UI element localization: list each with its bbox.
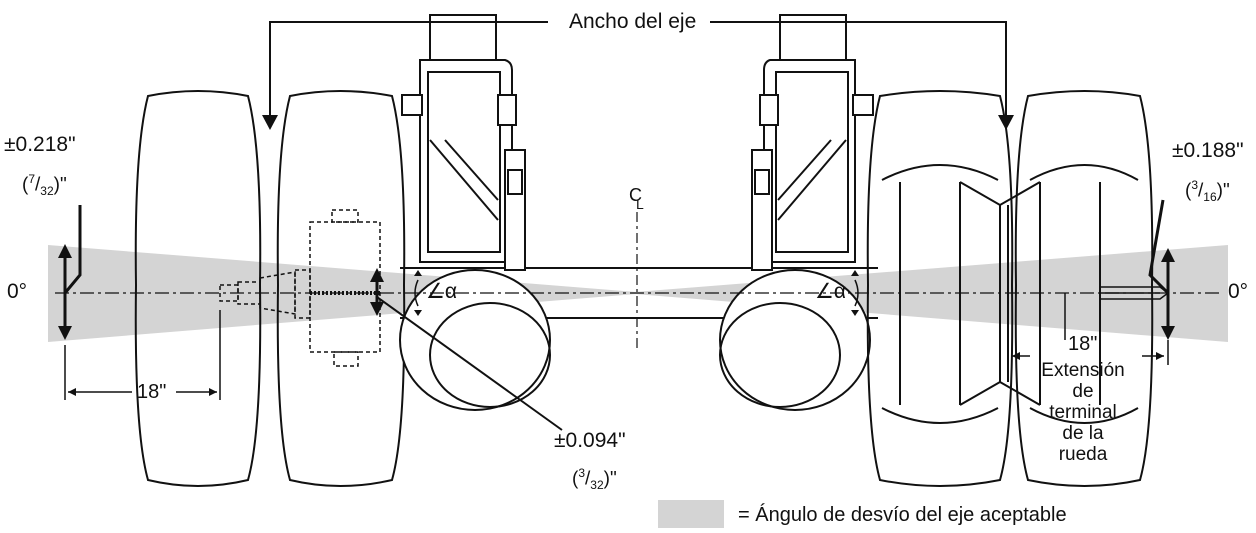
right-tolerance-label: ±0.188": [1172, 139, 1244, 162]
left-tolerance-label: ±0.218": [4, 133, 76, 156]
right-angle-alpha-label: ∠α: [815, 280, 846, 303]
wheel-ext-line-3: terminal: [1049, 402, 1117, 423]
left-tolerance-fraction: (7/32)": [22, 172, 67, 199]
right-18in-label: 18": [1068, 333, 1098, 355]
centerline-symbol-l: L: [636, 196, 644, 212]
wheel-ext-line-2: de: [1072, 381, 1094, 402]
left-tolerance-arrow: [63, 205, 82, 335]
center-tolerance-label: ±0.094": [554, 429, 626, 452]
center-tolerance-leader: [376, 296, 563, 431]
left-inner-tire: [276, 90, 406, 487]
axle-width-arrow-right: [998, 115, 1014, 130]
wheel-ext-line-5: rueda: [1058, 444, 1108, 465]
left-outer-tire: [134, 90, 262, 487]
left-18in-label: 18": [137, 381, 167, 403]
centerline-symbol-c: C: [629, 185, 642, 205]
wheel-end-extension-label: Extensión de terminal de la rueda: [1028, 360, 1138, 465]
air-springs: [399, 269, 871, 411]
right-tolerance-fraction: (3/16)": [1185, 178, 1230, 205]
left-angle-alpha-label: ∠α: [426, 280, 457, 303]
wheel-ext-line-1: Extensión: [1041, 360, 1125, 381]
zero-degree-right-label: 0°: [1228, 280, 1249, 303]
legend-swatch: [658, 500, 724, 528]
left-hanger-bracket: [401, 14, 526, 271]
right-tolerance-arrow: [1148, 199, 1170, 330]
center-tolerance-fraction: (3/32)": [572, 466, 617, 493]
angle-arcs: [414, 279, 859, 307]
axle-width-arrow-left: [262, 115, 278, 130]
right-hanger-bracket: [751, 14, 874, 271]
legend-label: = Ángulo de desvío del eje aceptable: [738, 504, 1067, 526]
zero-degree-left-label: 0°: [7, 280, 28, 303]
left-18in-dimension: [64, 310, 221, 400]
axle-width-dimension: [269, 21, 1007, 118]
wheel-ext-line-4: de la: [1062, 423, 1104, 444]
axle-width-label: Ancho del eje: [569, 10, 697, 33]
